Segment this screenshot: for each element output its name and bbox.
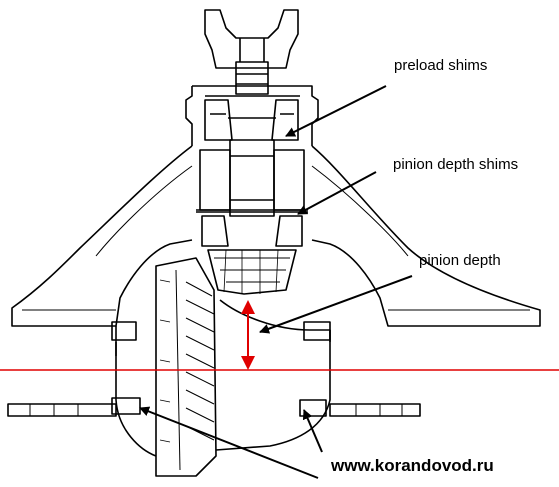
pinion-depth-measure-arrow [241,300,255,370]
pinion-depth-shims-leader-arrow [297,171,377,215]
differential-housing-skirt [11,145,541,327]
differential-carrier-case [115,299,331,457]
carrier-side-bearing-right [299,321,331,417]
pinion-nut [235,61,269,95]
pinion-depth-leader-arrow [259,275,413,334]
companion-flange-yoke [204,9,299,69]
watermark-url: www.korandovod.ru [331,456,494,475]
preload-shims-label: preload shims [394,57,488,74]
axle-flange-right [329,403,421,417]
axle-flange-left [7,403,117,417]
side-bearing-leader-arrow-left [139,406,319,479]
side-bearing-leader-arrow-right [302,409,323,453]
outer-pinion-bearing [204,99,299,141]
collapsible-spacer [199,139,305,217]
pinion-gear-head [207,249,297,295]
preload-shims-leader-arrow [285,85,387,137]
pinion-depth-shims-label: pinion depth shims [393,156,519,173]
pinion-depth-label: pinion depth [419,252,501,269]
inner-pinion-bearing [196,209,308,247]
ring-gear [155,257,217,477]
